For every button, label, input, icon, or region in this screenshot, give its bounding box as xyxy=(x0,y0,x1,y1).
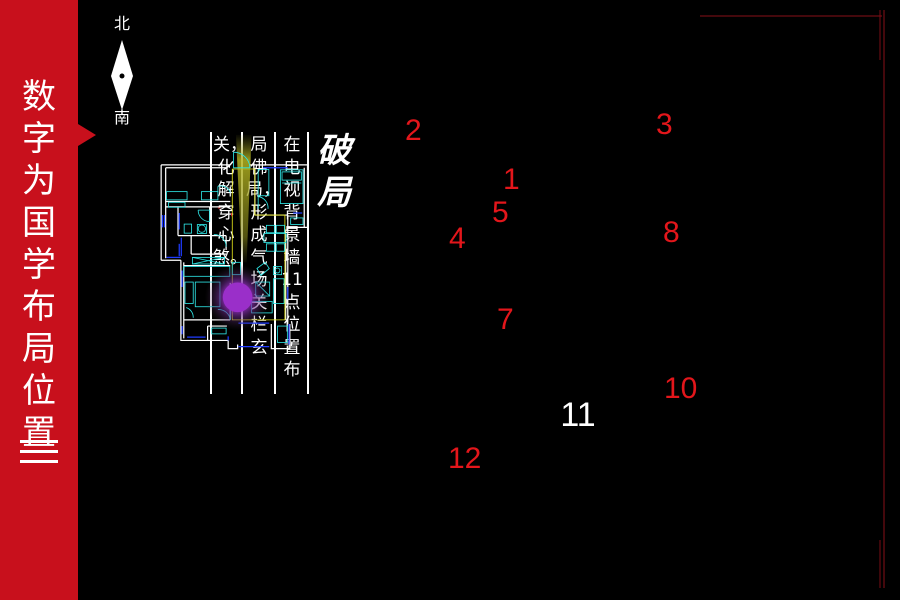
light-beam xyxy=(235,134,252,263)
divider xyxy=(307,132,309,394)
compass-south-label: 南 xyxy=(113,108,130,127)
floor-plan xyxy=(160,134,309,350)
compass: 北 南 xyxy=(104,10,140,127)
plan-label-11: 11 xyxy=(560,396,596,434)
plan-label-1: 1 xyxy=(503,163,520,196)
wall-lines xyxy=(160,164,309,350)
plan-label-2: 2 xyxy=(405,114,422,147)
sidebar-arrow-icon xyxy=(78,124,96,146)
plan-label-8: 8 xyxy=(663,216,680,249)
divider xyxy=(241,132,243,394)
plan-label-12: 12 xyxy=(448,442,482,475)
sidebar-title: 数字为国学布局位置 xyxy=(22,77,56,453)
sidebar: 数字为国学布局位置 xyxy=(0,0,78,600)
divider xyxy=(210,132,212,394)
plan-label-4: 4 xyxy=(449,222,466,255)
position-11-core xyxy=(222,282,253,313)
divider xyxy=(274,132,276,394)
plan-label-3: 3 xyxy=(656,108,673,141)
marker-dashes xyxy=(217,207,232,217)
section-title: 破局 xyxy=(317,131,351,213)
compass-north-label: 北 xyxy=(113,14,130,33)
plan-label-5: 5 xyxy=(492,196,509,229)
window-lines xyxy=(161,167,303,348)
plan-label-10: 10 xyxy=(664,372,698,405)
roman-numeral-three xyxy=(20,440,58,470)
plan-label-7: 7 xyxy=(497,303,514,336)
compass-needle-icon xyxy=(111,40,133,110)
furniture-lines xyxy=(166,151,304,343)
